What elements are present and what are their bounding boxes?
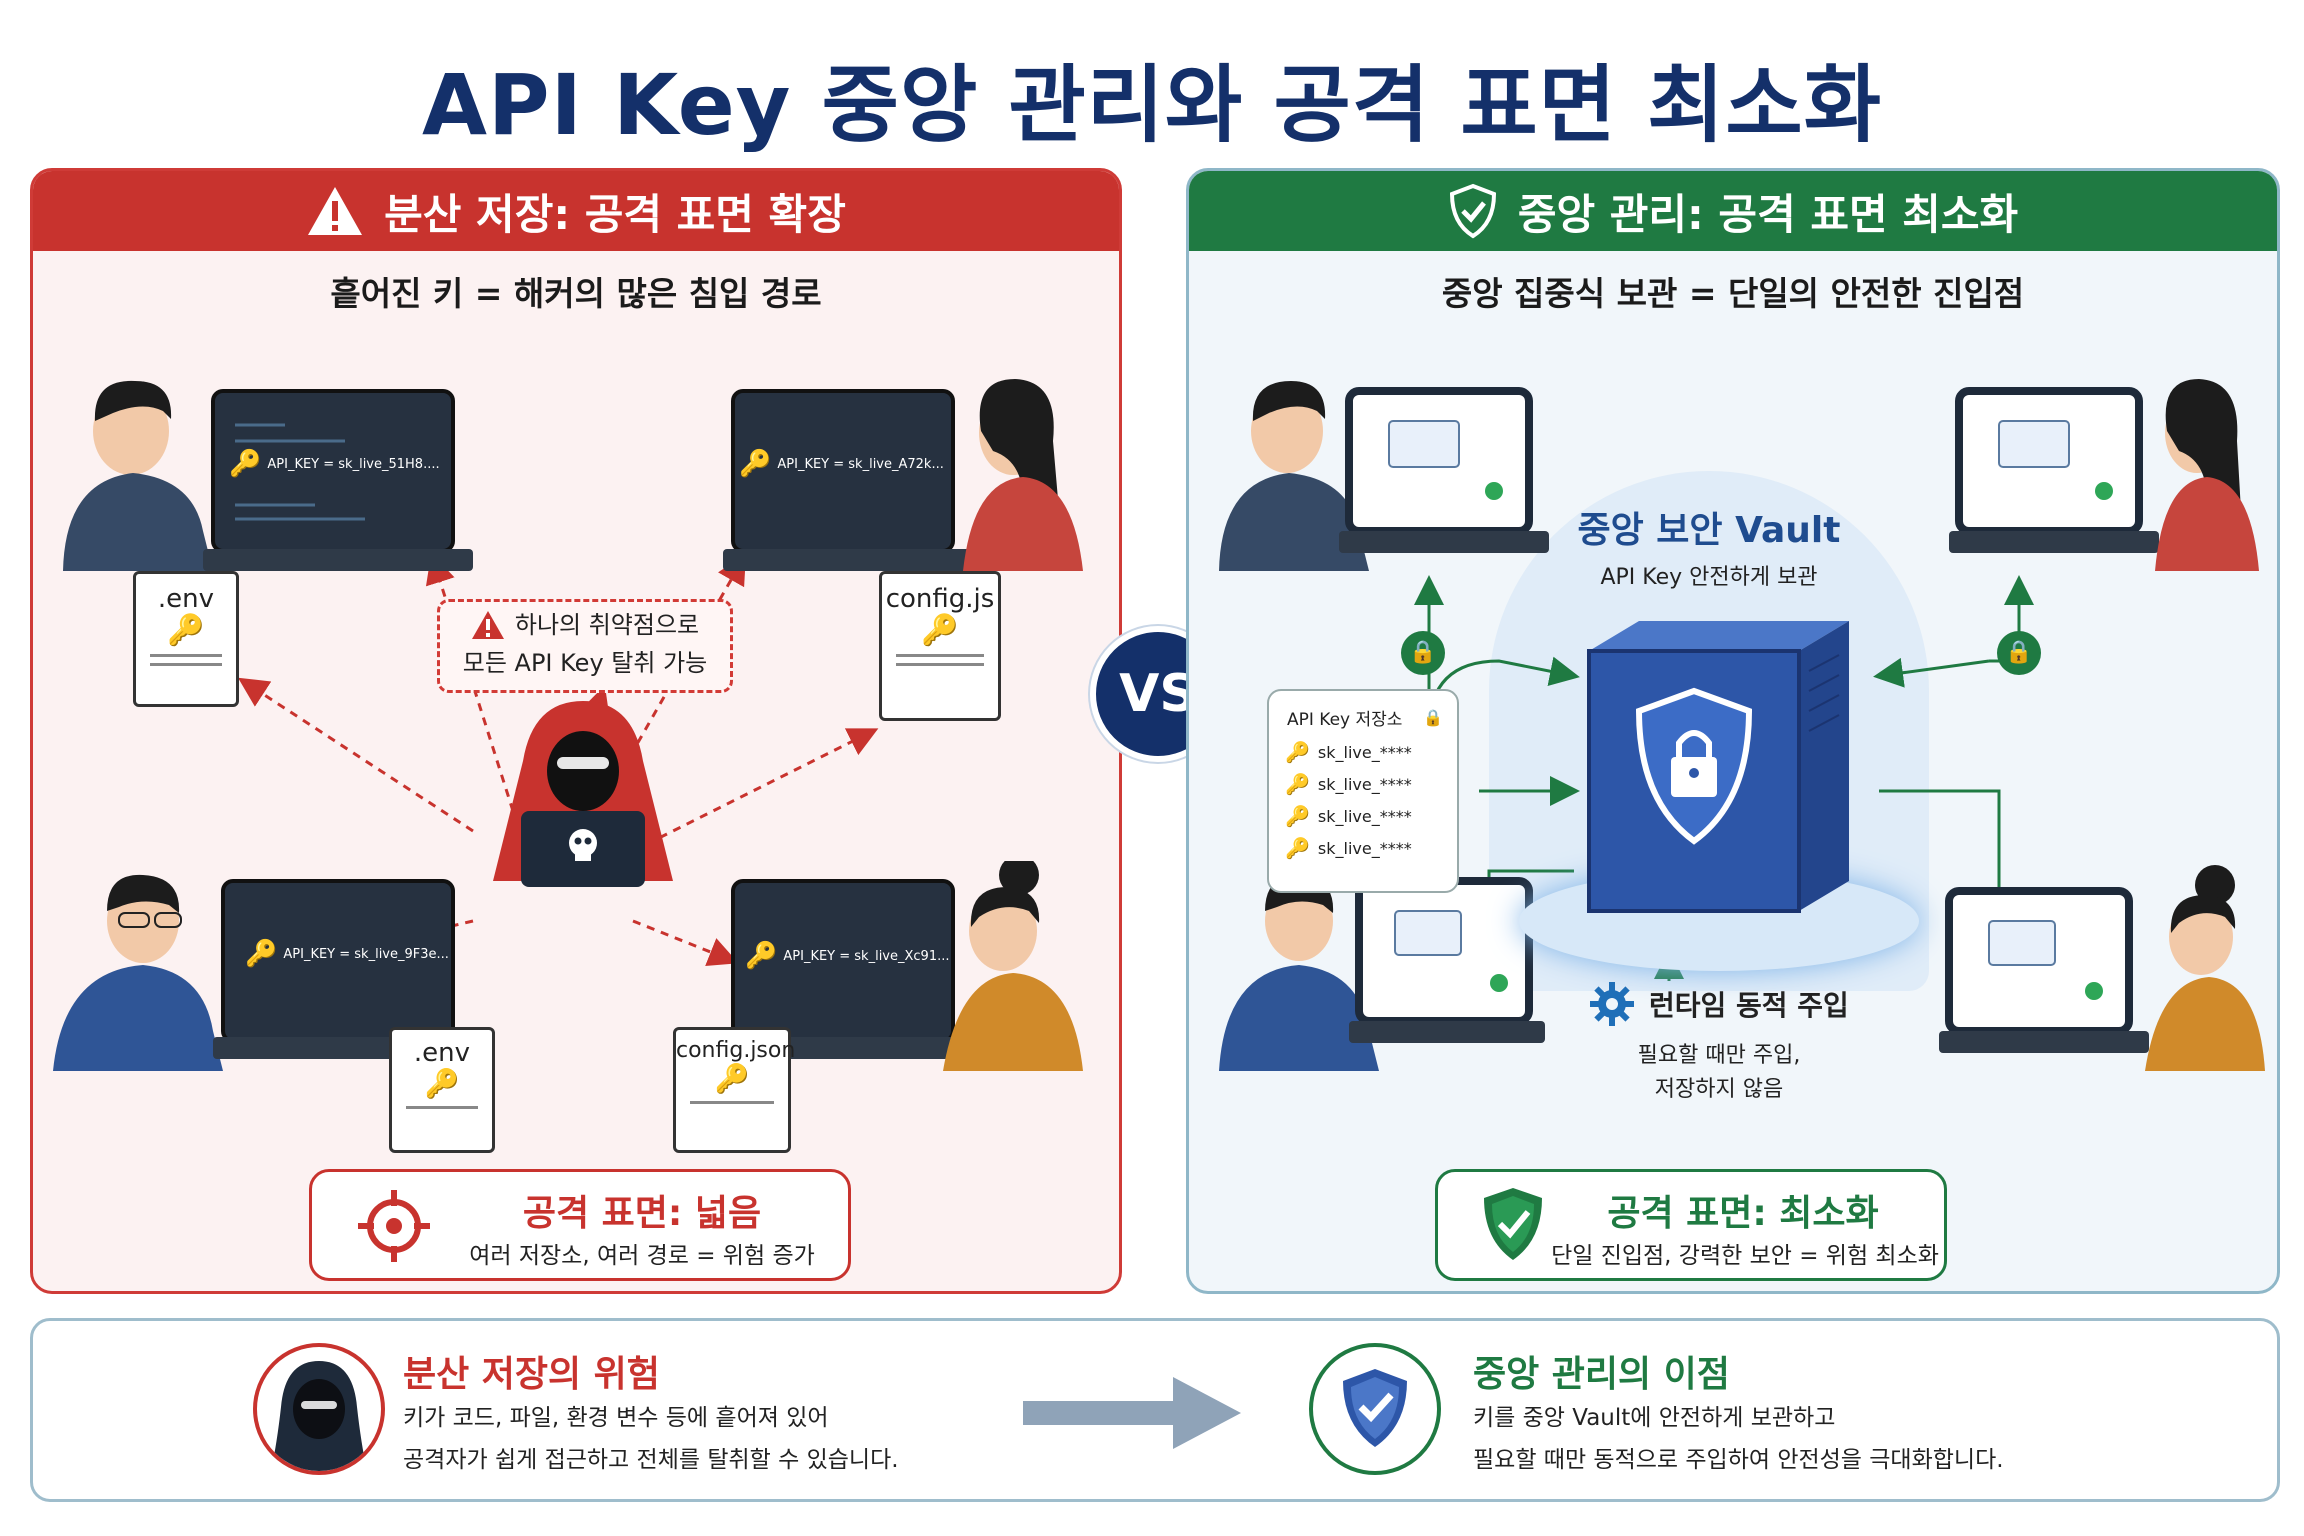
lock-icon: 🔒 xyxy=(1997,631,2041,675)
api-key-store: API Key 저장소 🔒 🔑 sk_live_**** 🔑 sk_live_*… xyxy=(1267,689,1459,893)
left-panel-subtitle: 흩어진 키 = 해커의 많은 침입 경로 xyxy=(330,274,822,313)
right-summary-text: 단일 진입점, 강력한 보안 = 위험 최소화 xyxy=(1551,1243,1939,1269)
arrow-right-icon xyxy=(1023,1377,1241,1449)
file-config-js-label: config.js xyxy=(885,584,995,614)
risk-title: 분산 저장의 위험 xyxy=(403,1354,660,1395)
screen-3-api-key: API_KEY = sk_live_9F3e... xyxy=(283,946,449,962)
file-env-2-label: .env xyxy=(413,1038,471,1068)
lock-icon: 🔒 xyxy=(1423,708,1443,727)
vault-server xyxy=(1587,621,1849,913)
warning-line-1: 하나의 취약점으로 xyxy=(514,611,700,639)
left-panel-header: 분산 저장: 공격 표면 확장 xyxy=(33,171,1119,251)
screen-1-key-row: 🔑 API_KEY = sk_live_51H8.... xyxy=(229,449,440,479)
single-vulnerability-warning: 하나의 취약점으로 모든 API Key 탈취 가능 xyxy=(437,599,733,693)
developer-3 xyxy=(53,874,463,1071)
runtime-line-2: 저장하지 않음 xyxy=(1654,1077,1784,1102)
key-icon: 🔑 xyxy=(921,613,959,648)
file-env-2: .env 🔑 xyxy=(389,1027,495,1153)
runtime-injection: 런타임 동적 주입 xyxy=(1589,981,1849,1027)
benefit-title: 중앙 관리의 이점 xyxy=(1473,1354,1730,1395)
runtime-injection-title: 런타임 동적 주입 xyxy=(1649,989,1849,1022)
right-panel-header-text: 중앙 관리: 공격 표면 최소화 xyxy=(1517,189,2019,239)
developer-5 xyxy=(1219,381,1549,571)
hacker-icon xyxy=(493,701,673,887)
screen-1-api-key: API_KEY = sk_live_51H8.... xyxy=(267,456,440,472)
benefit-line-2: 필요할 때만 동적으로 주입하여 안전성을 극대화합니다. xyxy=(1473,1447,2004,1473)
key-icon: 🔑 xyxy=(1285,740,1310,764)
screen-2-api-key: API_KEY = sk_live_A72k... xyxy=(777,456,944,472)
shield-check-icon xyxy=(1449,183,1496,239)
key-icon: 🔑 xyxy=(424,1067,460,1100)
screen-3-key-row: 🔑 API_KEY = sk_live_9F3e... xyxy=(245,939,449,969)
store-key-value: sk_live_**** xyxy=(1317,838,1412,858)
warning-icon xyxy=(308,187,363,235)
vault-title: 중앙 보안 Vault xyxy=(1577,510,1841,551)
screen-4-key-row: 🔑 API_KEY = sk_live_Xc91... xyxy=(745,941,950,971)
benefit-line-1: 키를 중앙 Vault에 안전하게 보관하고 xyxy=(1473,1405,1836,1431)
store-key-row: 🔑 sk_live_**** xyxy=(1269,800,1457,832)
page-title: API Key 중앙 관리와 공격 표면 최소화 xyxy=(422,56,1882,154)
central-management-panel: 중앙 관리: 공격 표면 최소화 중앙 집중식 보관 = 단일의 안전한 진입점… xyxy=(1186,168,2280,1294)
key-icon: 🔑 xyxy=(167,613,205,648)
developer-1 xyxy=(63,380,473,571)
screen-4-api-key: API_KEY = sk_live_Xc91... xyxy=(783,948,950,964)
file-env-1-label: .env xyxy=(157,584,215,614)
distributed-storage-panel: 분산 저장: 공격 표면 확장 흩어진 키 = 해커의 많은 침입 경로 xyxy=(30,168,1122,1294)
vault-subtitle: API Key 안전하게 보관 xyxy=(1600,565,1818,590)
warning-icon xyxy=(471,611,504,639)
gear-icon xyxy=(1590,982,1634,1026)
screen-1 xyxy=(225,411,445,531)
shield-check-icon xyxy=(1309,1343,1441,1475)
risk-line-1: 키가 코드, 파일, 환경 변수 등에 흩어져 있어 xyxy=(403,1405,829,1431)
file-env-1: .env 🔑 xyxy=(133,571,239,707)
target-icon xyxy=(358,1190,430,1262)
runtime-injection-desc: 필요할 때만 주입, 저장하지 않음 xyxy=(1529,1039,1909,1107)
developer-7 xyxy=(1219,875,1545,1071)
key-icon: 🔑 xyxy=(1285,772,1310,796)
bottom-comparison-bar: 분산 저장의 위험 키가 코드, 파일, 환경 변수 등에 흩어져 있어 공격자… xyxy=(30,1318,2280,1502)
file-config-js: config.js 🔑 xyxy=(879,571,1001,721)
hacker-icon xyxy=(253,1343,385,1475)
left-summary-box: 공격 표면: 넓음 여러 저장소, 여러 경로 = 위험 증가 xyxy=(309,1169,851,1281)
file-config-json: config.json 🔑 xyxy=(673,1027,796,1153)
api-key-store-title: API Key 저장소 xyxy=(1287,710,1403,730)
store-key-value: sk_live_**** xyxy=(1317,806,1412,826)
store-key-value: sk_live_**** xyxy=(1317,742,1412,762)
risk-line-2: 공격자가 쉽게 접근하고 전체를 탈취할 수 있습니다. xyxy=(403,1447,899,1473)
right-panel-subtitle: 중앙 집중식 보관 = 단일의 안전한 진입점 xyxy=(1441,274,2025,313)
developer-6 xyxy=(1949,379,2259,571)
developer-8 xyxy=(1939,865,2265,1071)
store-key-row: 🔑 sk_live_**** xyxy=(1269,832,1457,864)
right-panel-header: 중앙 관리: 공격 표면 최소화 xyxy=(1189,171,2277,251)
shield-check-icon xyxy=(1484,1188,1542,1260)
left-summary-title: 공격 표면: 넓음 xyxy=(522,1193,762,1234)
key-icon: 🔑 xyxy=(745,941,778,971)
right-summary-box: 공격 표면: 최소화 단일 진입점, 강력한 보안 = 위험 최소화 xyxy=(1435,1169,1947,1281)
store-key-row: 🔑 sk_live_**** xyxy=(1269,736,1457,768)
key-icon: 🔑 xyxy=(714,1062,750,1095)
screen-2-key-row: 🔑 API_KEY = sk_live_A72k... xyxy=(739,449,944,479)
store-key-value: sk_live_**** xyxy=(1317,774,1412,794)
benefit-description: 키를 중앙 Vault에 안전하게 보관하고 필요할 때만 동적으로 주입하여 … xyxy=(1473,1397,2004,1481)
lock-icon xyxy=(1635,687,1753,845)
lock-icon: 🔒 xyxy=(1401,631,1445,675)
risk-description: 키가 코드, 파일, 환경 변수 등에 흩어져 있어 공격자가 쉽게 접근하고 … xyxy=(403,1397,899,1481)
left-panel-header-text: 분산 저장: 공격 표면 확장 xyxy=(384,189,846,239)
key-icon: 🔑 xyxy=(245,939,278,969)
key-icon: 🔑 xyxy=(229,449,262,479)
warning-line-2: 모든 API Key 탈취 가능 xyxy=(462,649,708,677)
key-icon: 🔑 xyxy=(1285,836,1310,860)
key-icon: 🔑 xyxy=(1285,804,1310,828)
file-config-json-label: config.json xyxy=(676,1038,796,1063)
developer-4 xyxy=(723,861,1083,1071)
skull-icon xyxy=(569,829,597,861)
code-lines xyxy=(235,423,365,521)
left-summary-text: 여러 저장소, 여러 경로 = 위험 증가 xyxy=(469,1243,815,1269)
runtime-line-1: 필요할 때만 주입, xyxy=(1637,1043,1801,1068)
right-summary-title: 공격 표면: 최소화 xyxy=(1607,1193,1879,1234)
developer-2 xyxy=(723,379,1083,571)
store-key-row: 🔑 sk_live_**** xyxy=(1269,768,1457,800)
key-icon: 🔑 xyxy=(739,449,772,479)
